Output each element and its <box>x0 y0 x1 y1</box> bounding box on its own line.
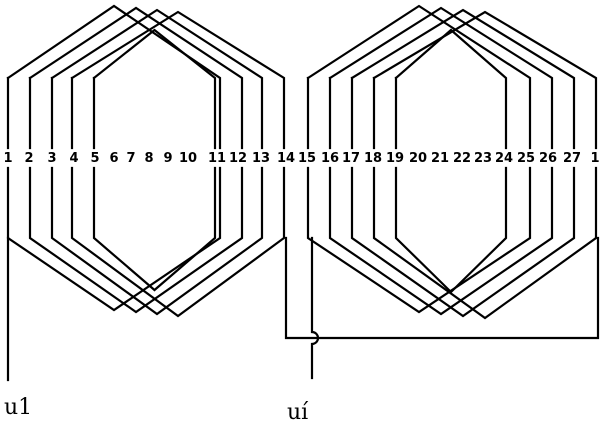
slot-label-23: 23 <box>474 151 492 166</box>
slot-label-25: 25 <box>517 151 535 166</box>
slot-label-8: 8 <box>144 151 153 166</box>
slot-label-3: 3 <box>47 151 56 166</box>
slot-label-6: 6 <box>109 151 118 166</box>
slot-label-14: 14 <box>277 151 295 166</box>
right-coil-1 <box>306 4 532 314</box>
slot-label-16: 16 <box>321 151 339 166</box>
right-coil-4 <box>372 10 598 320</box>
left-coil-2 <box>28 6 244 314</box>
slot-label-22: 22 <box>453 151 471 166</box>
right-coil-2 <box>328 6 554 316</box>
slot-label-11: 11 <box>208 151 226 166</box>
terminal-label-start: u1 <box>4 395 32 420</box>
slot-label-21: 21 <box>431 151 449 166</box>
lead-wire-ui <box>310 236 320 380</box>
slot-label-20: 20 <box>409 151 427 166</box>
left-coil-1 <box>6 4 222 312</box>
slot-label-27: 27 <box>563 151 581 166</box>
slot-label-9: 9 <box>163 151 172 166</box>
slot-label-15: 15 <box>298 151 316 166</box>
slot-label-7: 7 <box>126 151 135 166</box>
slot-label-26: 26 <box>539 151 557 166</box>
slot-label-10: 10 <box>179 151 197 166</box>
slot-label-13: 13 <box>252 151 270 166</box>
connection-wire-bottom <box>284 236 600 340</box>
slot-label-1: 1 <box>3 151 12 166</box>
slot-label-17: 17 <box>342 151 360 166</box>
slot-label-19: 19 <box>386 151 404 166</box>
terminal-labels: u1 uí <box>4 395 309 424</box>
right-coil-5 <box>394 28 508 294</box>
slot-label-5: 5 <box>90 151 99 166</box>
right-coil-3 <box>350 8 576 318</box>
terminal-label-end: uí <box>287 400 309 424</box>
left-coil-5 <box>92 28 217 292</box>
left-coil-4 <box>70 10 286 318</box>
coil-wires <box>6 4 600 382</box>
slot-label-28: 1 <box>590 151 599 166</box>
slot-label-4: 4 <box>69 151 78 166</box>
slot-label-12: 12 <box>229 151 247 166</box>
left-coil-3 <box>50 8 264 316</box>
slot-label-24: 24 <box>495 151 513 166</box>
slot-label-18: 18 <box>364 151 382 166</box>
slot-label-2: 2 <box>24 151 33 166</box>
